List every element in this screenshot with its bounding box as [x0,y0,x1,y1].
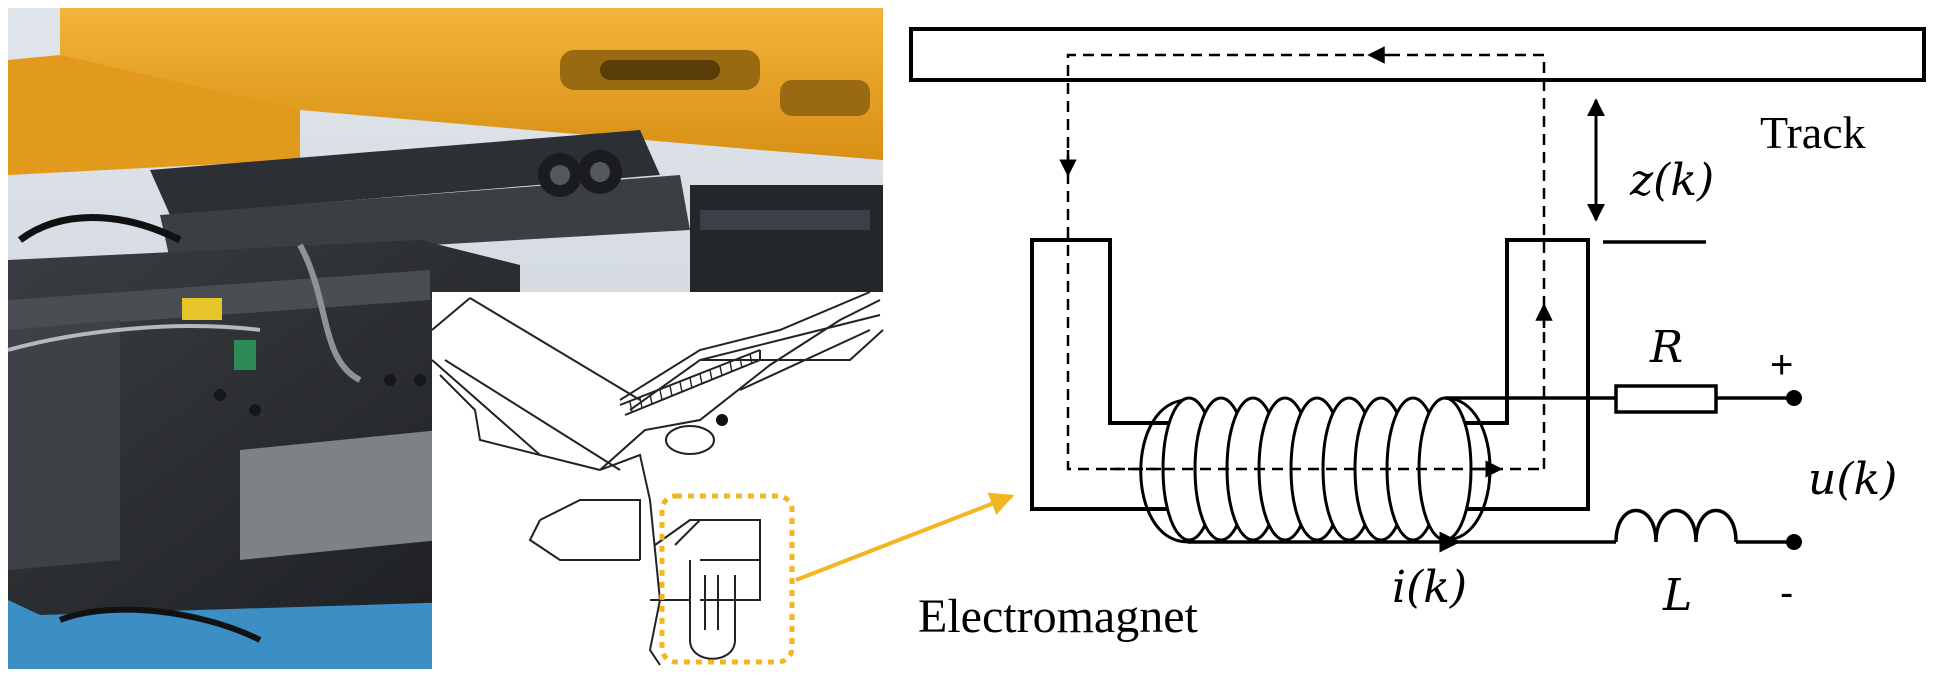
resistor-label: R [1649,322,1683,373]
minus-sign: - [1780,571,1793,615]
electromagnet-highlight-box [659,493,795,665]
plus-sign: + [1770,343,1793,387]
resistor [1614,384,1718,414]
schematic: Track z(k) R L u(k) i(k) + - Electromagn… [909,27,1926,643]
gap-label: z(k) [1629,155,1714,206]
inductor [1614,508,1738,543]
track-label: Track [1760,107,1866,158]
terminal-negative [1786,534,1802,550]
terminal-positive [1786,390,1802,406]
callout-arrow [795,492,1015,582]
electromagnet-label: Electromagnet [918,590,1199,643]
voltage-label: u(k) [1808,454,1897,505]
current-label: i(k) [1392,562,1467,613]
inductor-label: L [1662,570,1692,621]
circuit-wires [1188,396,1791,544]
electromagnet-sketch-inset [431,291,887,674]
